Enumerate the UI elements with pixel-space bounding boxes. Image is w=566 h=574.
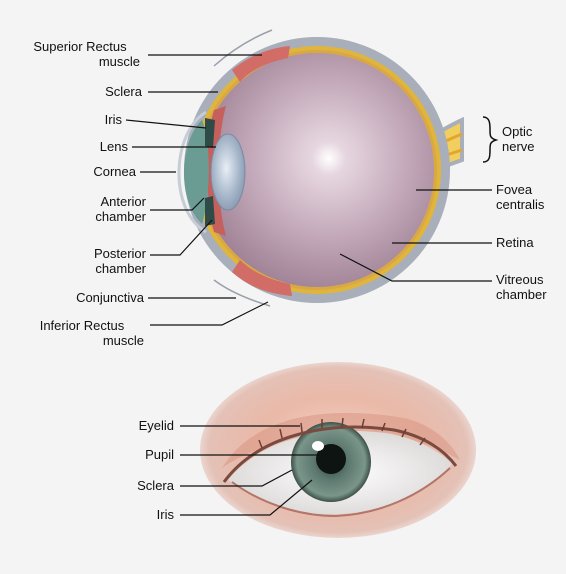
label-line: Inferior Rectus (20, 318, 144, 333)
label-line: Superior Rectus (20, 39, 140, 54)
label-pupil: Pupil (100, 447, 174, 462)
label-inferior-rectus-muscle: Inferior Rectus muscle (20, 318, 144, 348)
label-external-iris: Iris (100, 507, 174, 522)
label-lens: Lens (60, 139, 128, 154)
label-optic-nerve: Optic nerve (502, 124, 562, 154)
label-line: chamber (50, 209, 146, 224)
label-line: Anterior (50, 194, 146, 209)
label-line: chamber (496, 287, 564, 302)
label-line: Posterior (50, 246, 146, 261)
cross-section-eyeball (179, 30, 462, 306)
label-line: Optic (502, 124, 562, 139)
optic-nerve-brace (483, 117, 496, 162)
label-iris: Iris (60, 112, 122, 127)
pupil-highlight (312, 441, 324, 451)
label-retina: Retina (496, 235, 560, 250)
label-posterior-chamber: Posterior chamber (50, 246, 146, 276)
label-superior-rectus-muscle: Superior Rectus muscle (20, 39, 140, 69)
external-eye (200, 362, 476, 538)
label-eyelid: Eyelid (100, 418, 174, 433)
label-conjunctiva: Conjunctiva (20, 290, 144, 305)
label-line: muscle (20, 54, 140, 69)
label-line: Vitreous (496, 272, 564, 287)
label-line: chamber (50, 261, 146, 276)
label-external-sclera: Sclera (100, 478, 174, 493)
label-anterior-chamber: Anterior chamber (50, 194, 146, 224)
label-vitreous-chamber: Vitreous chamber (496, 272, 564, 302)
label-line: nerve (502, 139, 562, 154)
label-cornea: Cornea (50, 164, 136, 179)
label-line: Fovea (496, 182, 564, 197)
label-sclera: Sclera (60, 84, 142, 99)
label-fovea-centralis: Fovea centralis (496, 182, 564, 212)
lens-shape (211, 134, 245, 210)
label-line: centralis (496, 197, 564, 212)
label-line: muscle (20, 333, 144, 348)
